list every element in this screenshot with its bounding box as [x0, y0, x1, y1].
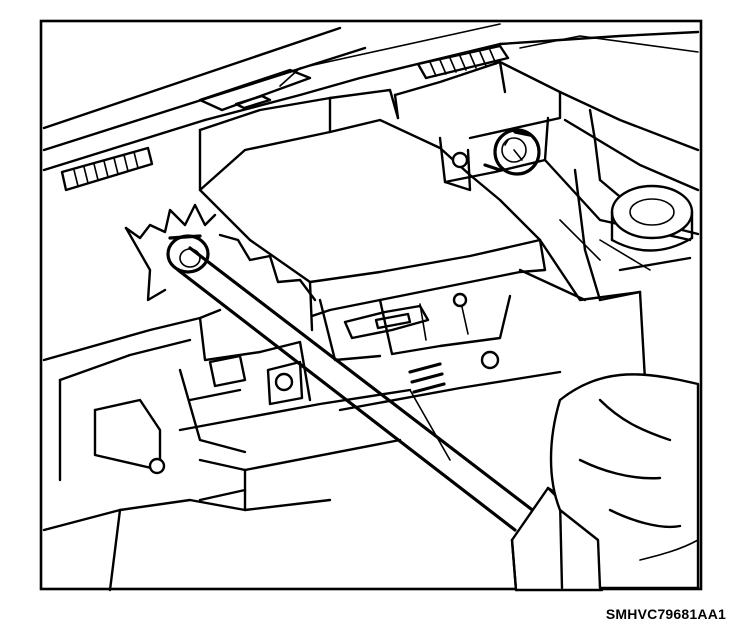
- round-boss: [610, 184, 694, 252]
- lock-tab: [343, 304, 430, 340]
- actuator-circle: [483, 128, 541, 176]
- figure-code: SMHVC79681AA1: [605, 606, 726, 622]
- small-slots: [408, 292, 500, 394]
- upper-body-panel: [42, 23, 700, 172]
- sealant-bead: [124, 203, 317, 302]
- pick-tool: [166, 234, 537, 532]
- right-bracket: [393, 60, 562, 192]
- frame-border: [39, 19, 703, 591]
- hand: [549, 373, 700, 590]
- right-vent-grille: [416, 44, 510, 80]
- left-vent-grille: [60, 146, 154, 192]
- lower-rail: [243, 389, 451, 512]
- lower-left-panel: [42, 308, 247, 592]
- unit-housing: [198, 88, 642, 362]
